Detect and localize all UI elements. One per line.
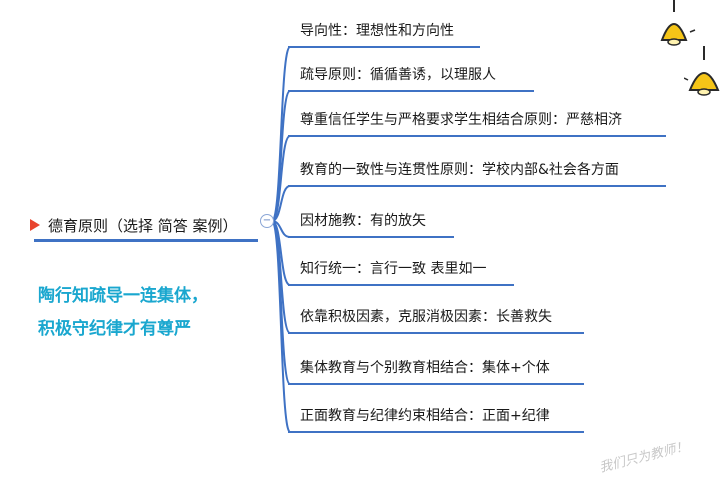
branch-node[interactable]: 集体教育与个别教育相结合：集体+个体 [288, 353, 584, 385]
root-node[interactable]: 德育原则（选择 简答 案例） [30, 208, 238, 242]
motto-line-2: 积极守纪律才有尊严 [38, 319, 191, 339]
flag-icon [30, 219, 40, 231]
connector-4 [271, 185, 291, 222]
lamp-icon [660, 0, 696, 46]
root-label: 德育原则（选择 简答 案例） [48, 216, 238, 235]
branch-node[interactable]: 教育的一致性与连贯性原则：学校内部&社会各方面 [288, 155, 666, 187]
motto-text: 陶行知疏导一连集体， 积极守纪律才有尊严 [38, 280, 208, 346]
root-underline [34, 239, 258, 242]
lamp-icon [684, 46, 720, 96]
branch-node[interactable]: 正面教育与纪律约束相结合：正面+纪律 [288, 401, 584, 433]
branch-node[interactable]: 知行统一：言行一致 表里如一 [288, 254, 514, 286]
motto-line-1: 陶行知疏导一连集体， [38, 286, 208, 306]
connector-3 [271, 135, 291, 222]
collapse-icon[interactable]: − [260, 214, 274, 228]
branch-node[interactable]: 依靠积极因素，克服消极因素：长善救失 [288, 302, 584, 334]
branch-node[interactable]: 疏导原则：循循善诱，以理服人 [288, 60, 534, 92]
branch-node[interactable]: 导向性：理想性和方向性 [288, 16, 480, 48]
connector-9 [271, 220, 291, 433]
branch-node[interactable]: 尊重信任学生与严格要求学生相结合原则：严慈相济 [288, 105, 666, 137]
branch-node[interactable]: 因材施教：有的放矢 [288, 206, 454, 238]
